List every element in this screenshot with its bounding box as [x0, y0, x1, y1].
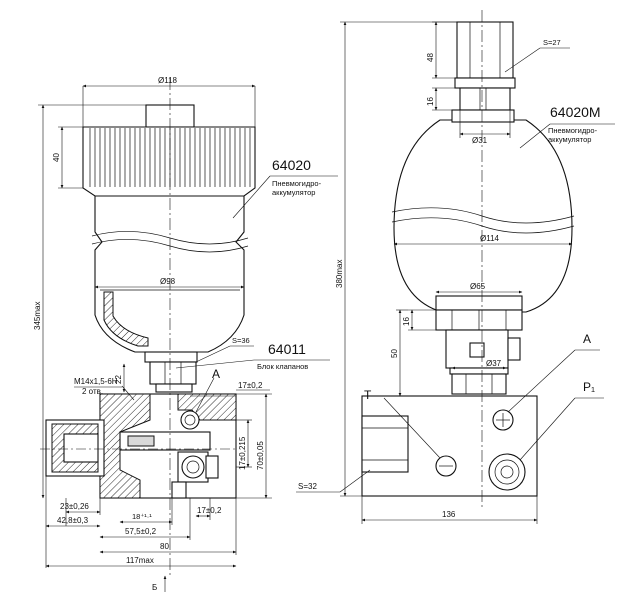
- left-hex-nut: [149, 361, 197, 385]
- dim-d114: Ø114: [480, 234, 500, 243]
- dim-d31: Ø31: [472, 136, 488, 145]
- dim-18: 18⁺¹·¹: [132, 512, 152, 521]
- left-neck: [144, 351, 198, 363]
- dim-117max: 117max: [126, 556, 154, 565]
- right-valve-block: [361, 395, 538, 497]
- dim-17b: 17±0,2: [197, 506, 222, 515]
- dim-70: 70±0,05: [256, 441, 265, 470]
- left-accumulator-body: [94, 195, 245, 353]
- dim-57-5: 57,5±0,2: [125, 527, 157, 536]
- label-right-model: 64020M: [550, 104, 601, 120]
- dim-345max: 345max: [33, 302, 42, 330]
- dim-80: 80: [160, 542, 169, 551]
- label-block-model: 64011: [268, 341, 306, 357]
- dim-42-8: 42,8±0,3: [57, 516, 89, 525]
- label-thread: M14x1,5-6H: [74, 377, 118, 386]
- right-dimensions: S=27 48 16 Ø31 64020M Пневмогидро- аккум…: [296, 21, 615, 524]
- dim-d98: Ø98: [160, 277, 176, 286]
- dim-40: 40: [52, 153, 61, 162]
- dim-d37: Ø37: [486, 359, 502, 368]
- left-dimensions: Ø118 40 345max Ø98 S=36 M14x1,5-6H 2 отв…: [33, 76, 338, 592]
- dim-d118: Ø118: [158, 76, 178, 85]
- dim-d65: Ø65: [470, 282, 486, 291]
- left-valve-block: [40, 393, 238, 499]
- right-assembly: [361, 10, 575, 510]
- dim-136: 136: [442, 510, 456, 519]
- label-s27: S=27: [543, 38, 561, 47]
- dim-17a: 17±0,2: [238, 381, 263, 390]
- label-left-desc-2: аккумулятор: [272, 188, 315, 197]
- dim-16b: 16: [402, 317, 411, 326]
- dim-17-215: 17±0,215: [238, 436, 247, 470]
- dim-16a: 16: [426, 97, 435, 106]
- label-left-model: 64020: [272, 157, 311, 173]
- right-top-nut: [459, 87, 511, 111]
- label-block-desc: Блок клапанов: [257, 362, 308, 371]
- label-left-desc-1: Пневмогидро-: [272, 179, 322, 188]
- label-right-desc-1: Пневмогидро-: [548, 126, 598, 135]
- label-port-p: P₁: [583, 380, 595, 394]
- label-right-desc-2: аккумулятор: [548, 135, 591, 144]
- dim-380max: 380max: [335, 260, 344, 288]
- label-port-a-left: А: [212, 367, 220, 381]
- label-thread-count: 2 отв.: [82, 387, 103, 396]
- right-port-p: [488, 453, 526, 491]
- label-port-a-right: А: [583, 332, 591, 346]
- right-top-stem: [456, 21, 514, 79]
- label-section-b: Б: [152, 583, 157, 592]
- right-hex-nut: [451, 373, 507, 395]
- dim-48: 48: [426, 53, 435, 62]
- label-s32: S=32: [298, 482, 317, 491]
- dim-50: 50: [390, 349, 399, 358]
- dim-23: 23±0,26: [60, 502, 89, 511]
- dim-22: 22: [114, 375, 123, 384]
- label-port-t: T: [364, 388, 372, 402]
- left-liner-section: [103, 291, 149, 347]
- left-adapter: [155, 383, 193, 393]
- label-s36: S=36: [232, 336, 250, 345]
- left-ribbed-cap: [82, 126, 256, 197]
- left-assembly: [40, 78, 256, 578]
